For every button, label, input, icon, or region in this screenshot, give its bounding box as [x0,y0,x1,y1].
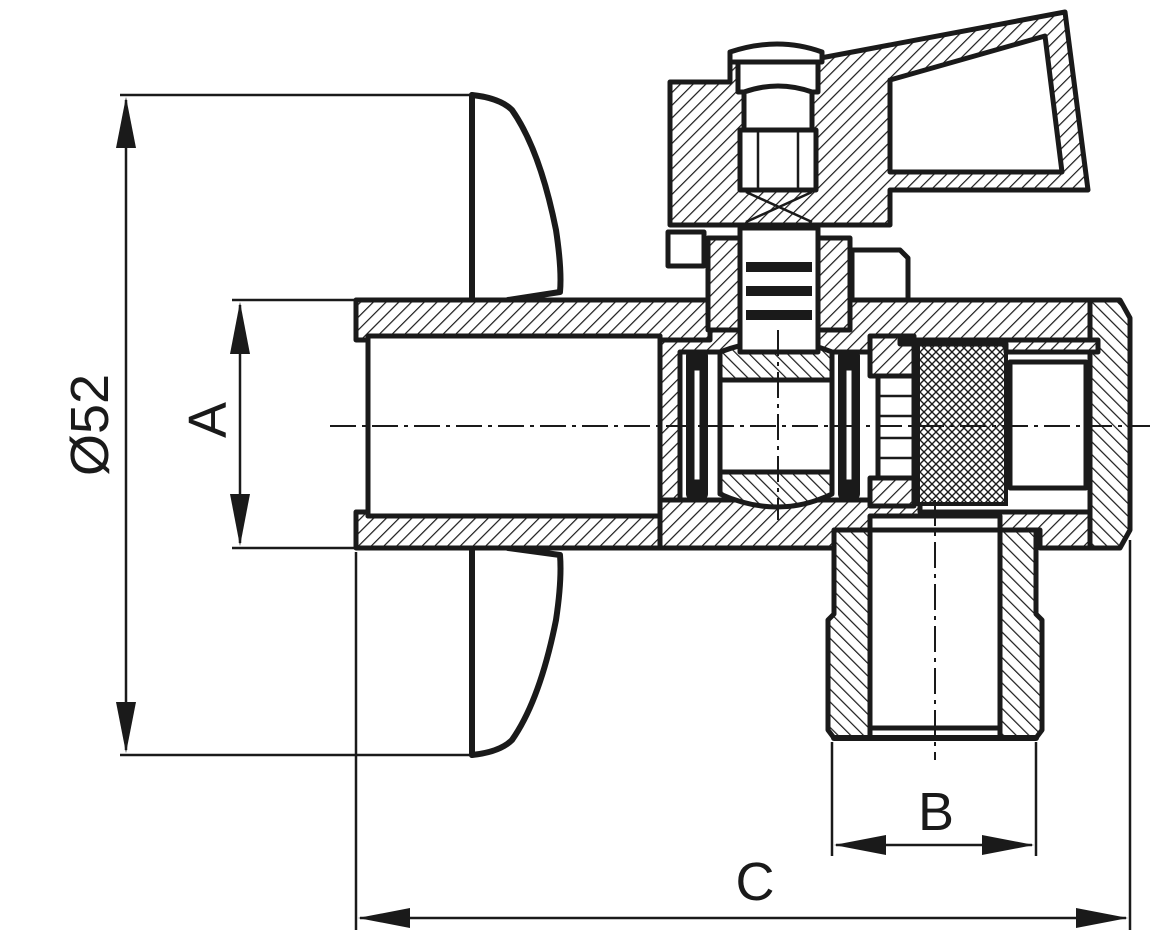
diameter-label: Ø52 [60,374,120,476]
dimension-diameter [116,93,470,757]
c-label: C [736,852,775,912]
escutcheon-rosette [469,92,564,758]
b-label: B [918,782,954,842]
dimension-c [354,540,1132,930]
valve-ball [686,338,860,510]
dimension-a [230,298,356,550]
center-lines [330,330,1150,760]
lever-handle-icon [665,9,1091,269]
a-label: A [178,402,238,438]
dimension-b [830,742,1038,856]
